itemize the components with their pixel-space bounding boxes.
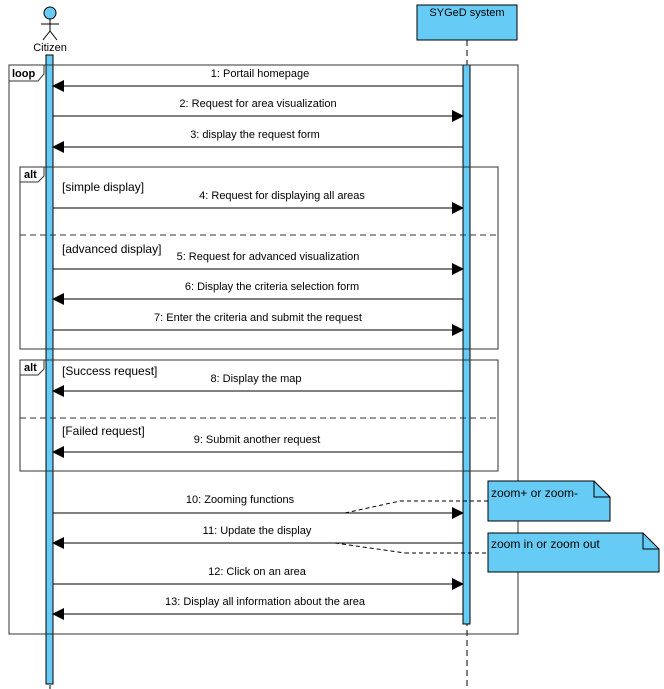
loop-frame: loop <box>8 64 519 635</box>
message-label: 1: Portail homepage <box>211 68 309 80</box>
note-box <box>487 532 660 573</box>
alt-frame-display-label: alt <box>24 169 37 181</box>
message-2: 2: Request for area visualization <box>53 98 464 122</box>
actor-activation-bar <box>45 54 54 685</box>
system-name: SYGeD system <box>429 7 504 19</box>
alt-frame-result-label: alt <box>24 362 37 374</box>
message-label: 8: Display the map <box>210 373 301 385</box>
alt-guard-simple-display: [simple display] <box>62 180 144 194</box>
message-label: 6: Display the criteria selection form <box>185 281 359 293</box>
note-update-display: zoom in or zoom out <box>334 532 660 573</box>
alt-guard-success-request: [Success request] <box>62 364 157 378</box>
message-5: 5: Request for advanced visualization <box>53 251 464 275</box>
message-9: 9: Submit another request <box>52 434 463 458</box>
alt-frame-result-border <box>19 359 499 472</box>
alt-frame-display: alt [simple display] [advanced display] <box>19 166 499 350</box>
system-lifeline-head: SYGeD system <box>416 4 518 41</box>
alt-guard-failed-request: [Failed request] <box>62 424 145 438</box>
note-fold <box>642 533 659 550</box>
message-11: 11: Update the display <box>52 525 463 549</box>
message-8: 8: Display the map <box>52 373 463 397</box>
message-label: 4: Request for displaying all areas <box>199 190 365 202</box>
note-text: zoom+ or zoom- <box>491 486 578 500</box>
citizen-actor: Citizen <box>33 6 67 54</box>
message-label: 3: display the request form <box>190 129 320 141</box>
alt-guard-advanced-display: [advanced display] <box>62 242 161 256</box>
message-label: 12: Click on an area <box>208 566 307 578</box>
message-1: 1: Portail homepage <box>52 68 463 92</box>
note-connector <box>344 500 401 514</box>
message-label: 9: Submit another request <box>194 434 321 446</box>
alt-frame-result: alt [Success request] [Failed request] <box>19 359 499 472</box>
message-label: 2: Request for area visualization <box>179 98 336 110</box>
message-label: 5: Request for advanced visualization <box>177 251 360 263</box>
message-label: 11: Update the display <box>203 525 312 537</box>
note-fold <box>593 481 610 498</box>
message-13: 13: Display all information about the ar… <box>52 596 463 620</box>
message-7: 7: Enter the criteria and submit the req… <box>53 312 464 336</box>
message-label: 10: Zooming functions <box>186 494 295 506</box>
message-label: 7: Enter the criteria and submit the req… <box>154 312 362 324</box>
loop-frame-label: loop <box>12 68 35 80</box>
message-6: 6: Display the criteria selection form <box>52 281 463 305</box>
note-text: zoom in or zoom out <box>491 537 600 551</box>
note-connector <box>334 542 406 554</box>
message-label: 13: Display all information about the ar… <box>165 596 366 608</box>
alt-frame-result-tag <box>19 359 45 376</box>
note-box <box>487 480 611 522</box>
system-activation-bar <box>462 64 471 625</box>
loop-frame-tag <box>8 64 45 82</box>
system-header-box <box>416 4 518 41</box>
note-zoom-functions: zoom+ or zoom- <box>344 480 611 522</box>
message-3: 3: display the request form <box>52 129 463 153</box>
alt-frame-display-border <box>19 166 499 350</box>
alt-frame-display-tag <box>19 166 45 183</box>
actor-leg-right <box>49 30 58 41</box>
message-4: 4: Request for displaying all areas <box>53 190 464 214</box>
actor-leg-left <box>42 30 51 41</box>
actor-name: Citizen <box>33 42 67 54</box>
actor-head <box>43 6 57 20</box>
loop-frame-border <box>8 64 519 635</box>
message-10: 10: Zooming functions <box>53 494 464 519</box>
message-12: 12: Click on an area <box>53 566 464 590</box>
